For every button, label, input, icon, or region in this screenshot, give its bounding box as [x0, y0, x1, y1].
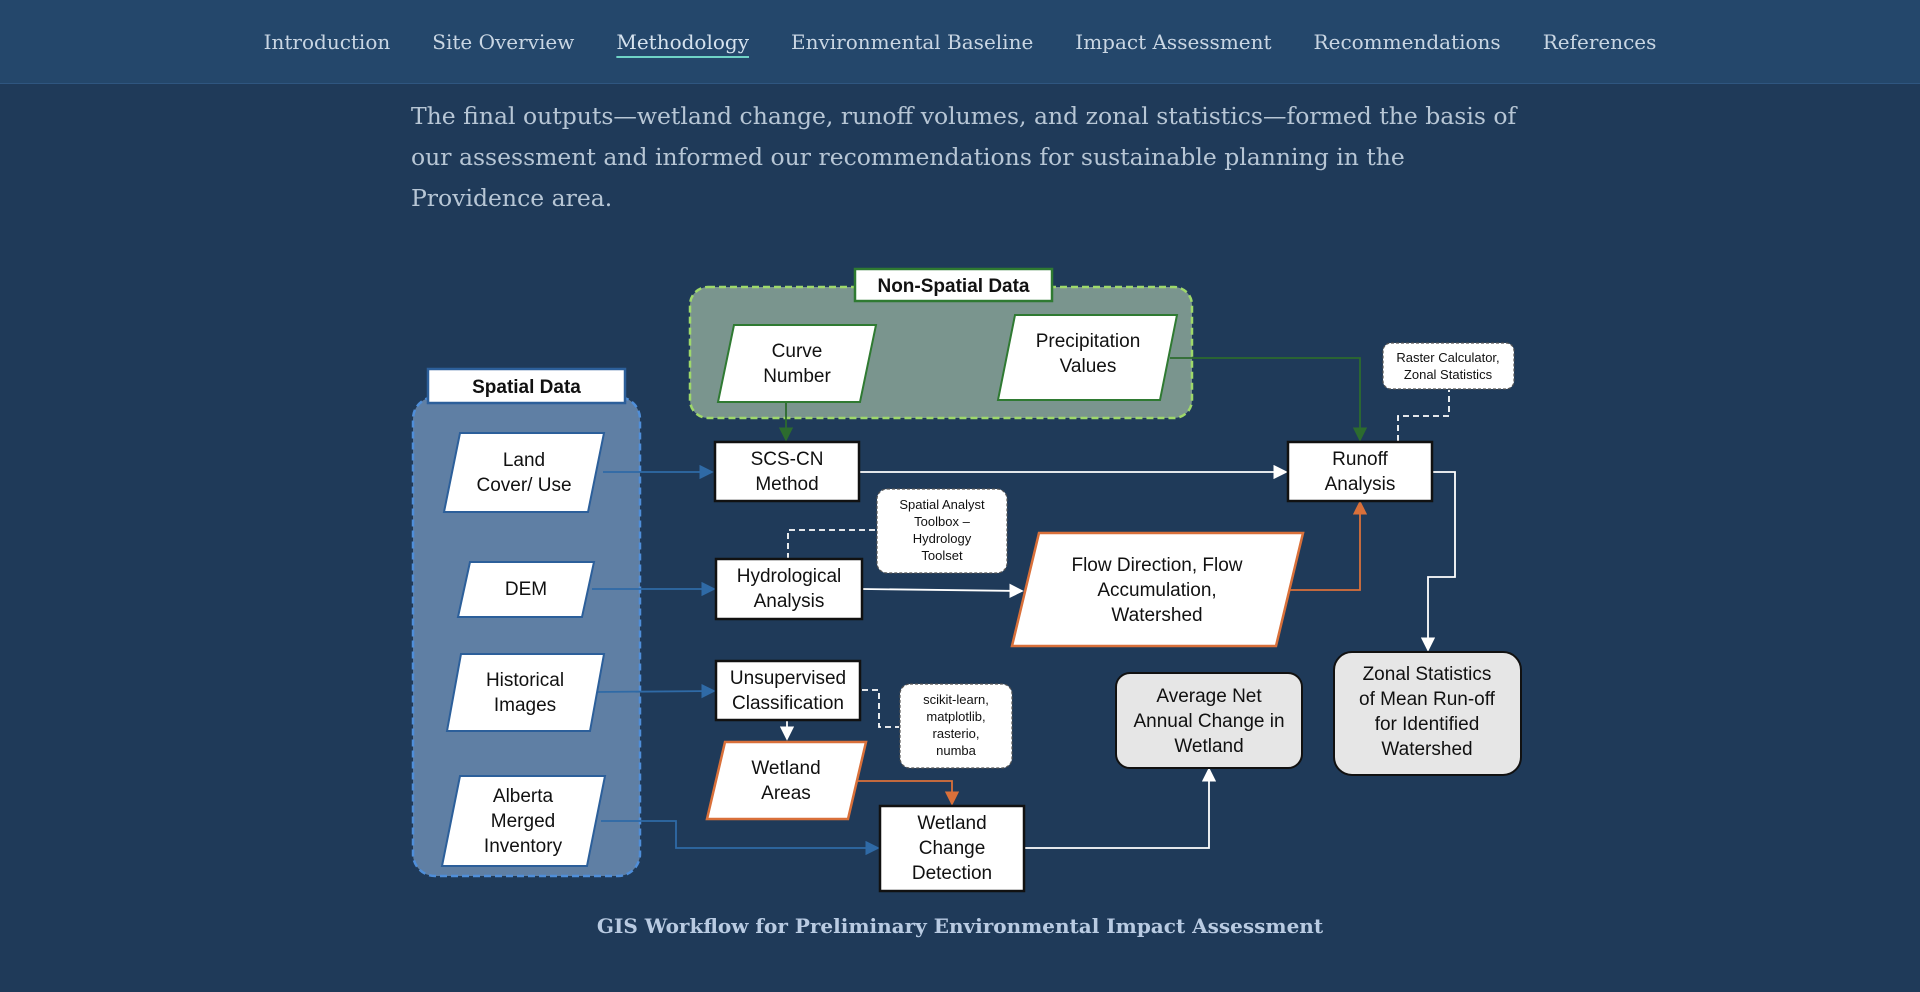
wetland-areas-node	[705, 740, 868, 821]
average-net-change-node	[1115, 672, 1303, 769]
zonal-statistics-node	[1333, 651, 1522, 776]
spatial-title: Spatial Data	[472, 377, 581, 398]
precipitation-values-node	[996, 314, 1179, 401]
unsupervised-classification-node	[714, 659, 862, 722]
connectors	[592, 357, 1456, 856]
nav-environmental-baseline[interactable]: Environmental Baseline	[791, 29, 1034, 54]
nav-references[interactable]: References	[1542, 29, 1657, 54]
nav-recommendations[interactable]: Recommendations	[1313, 29, 1501, 54]
svg-text:Raster Calculator,Zonal Statis: Raster Calculator,Zonal Statistics	[1396, 350, 1499, 382]
historical-images-node	[445, 653, 606, 732]
top-navigation: Introduction Site Overview Methodology E…	[0, 0, 1920, 84]
note-python-libraries	[899, 683, 1013, 769]
note-raster-calculator	[1382, 342, 1515, 390]
wetland-change-detection-node	[878, 804, 1026, 893]
svg-text:DEM: DEM	[505, 579, 547, 600]
intro-paragraph: The final outputs—wetland change, runoff…	[411, 102, 1517, 212]
svg-text:scikit-learn,matplotlib,raster: scikit-learn,matplotlib,rasterio,numba	[923, 692, 989, 758]
nav-introduction[interactable]: Introduction	[263, 29, 391, 54]
hydrological-analysis-node	[714, 557, 864, 621]
non-spatial-title: Non-Spatial Data	[877, 276, 1029, 297]
figure-caption: GIS Workflow for Preliminary Environment…	[596, 914, 1324, 938]
nav-impact-assessment[interactable]: Impact Assessment	[1075, 29, 1272, 54]
alberta-inventory-node	[440, 775, 607, 867]
dem-node	[456, 561, 596, 618]
flow-watershed-node	[1010, 531, 1305, 648]
runoff-analysis-node	[1286, 440, 1434, 503]
land-cover-node	[442, 432, 606, 513]
curve-number-node	[716, 324, 878, 403]
scs-cn-method-node	[713, 440, 861, 503]
note-spatial-analyst	[876, 488, 1008, 574]
nav-methodology[interactable]: Methodology	[616, 29, 749, 54]
nav-site-overview[interactable]: Site Overview	[432, 29, 575, 54]
